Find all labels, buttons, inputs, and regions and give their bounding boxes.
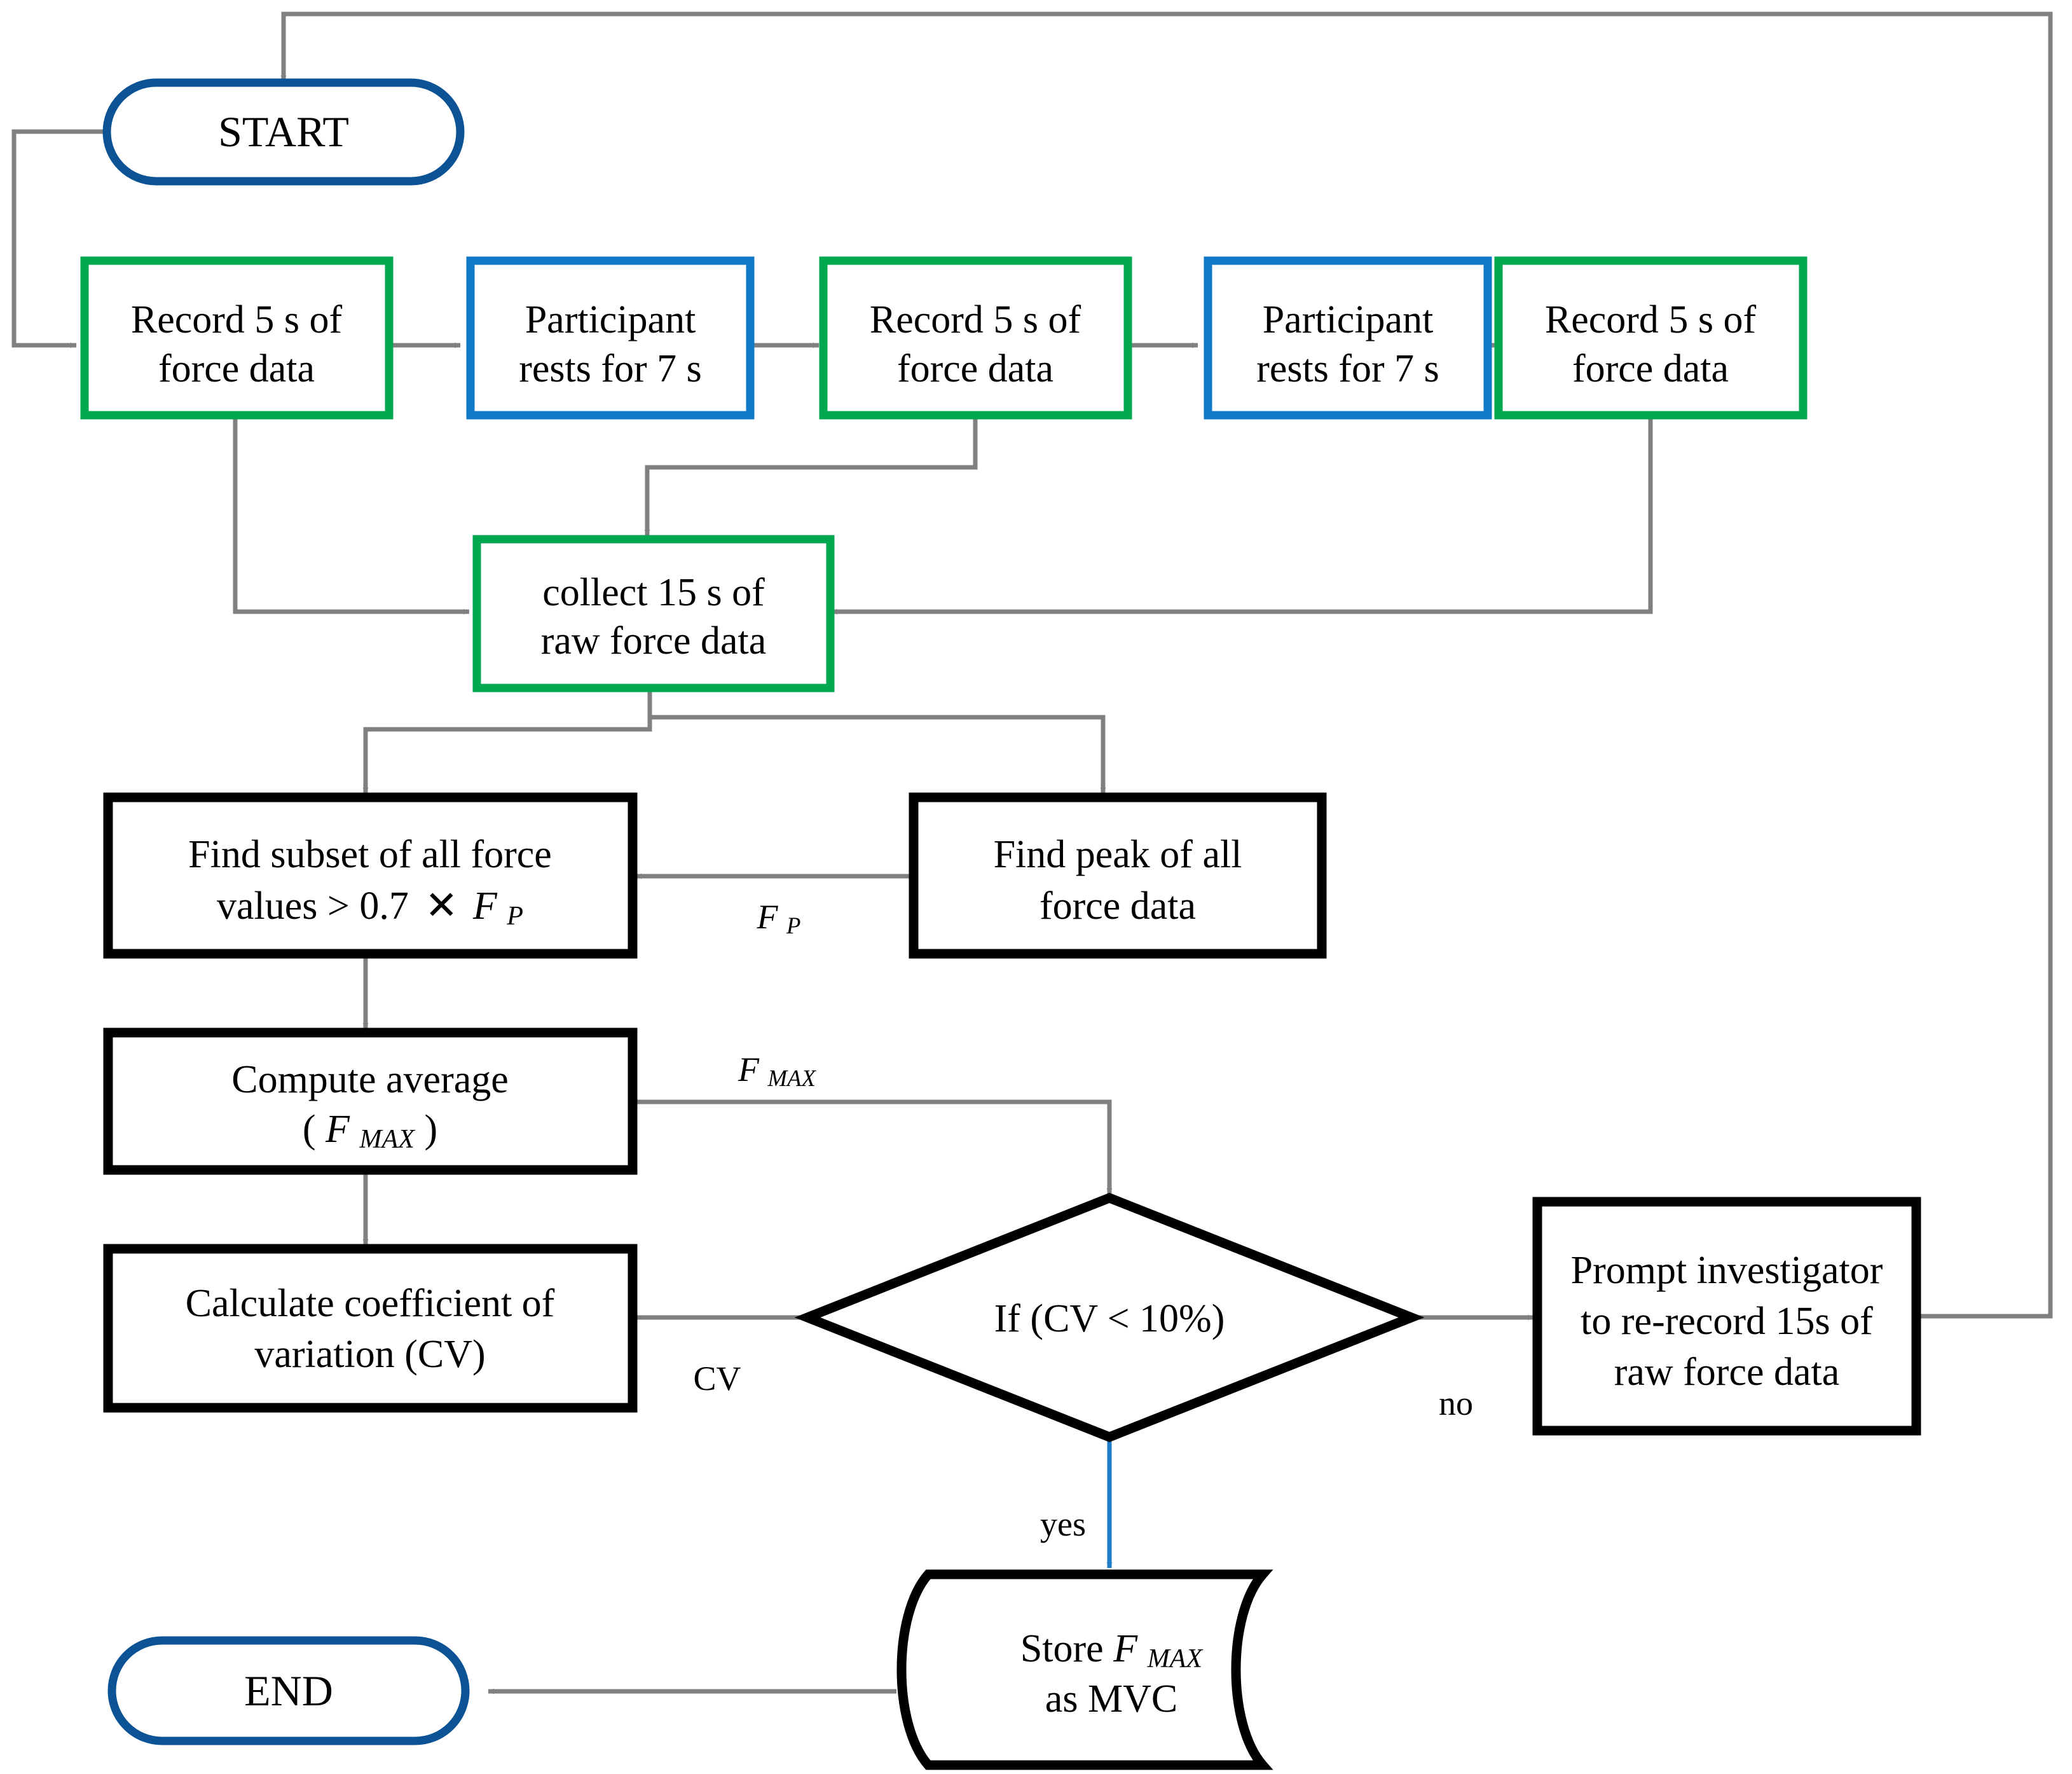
node-rest-1[interactable]: Participant rests for 7 s xyxy=(466,256,755,420)
node-find-subset[interactable]: Find subset of all force values > 0.7 ✕ … xyxy=(103,792,638,959)
record-1-line1: Record 5 s of xyxy=(131,298,343,341)
connector-prompt-to-start xyxy=(280,11,2053,1319)
compute-average-line1: Compute average xyxy=(231,1058,509,1101)
start-label: START xyxy=(218,107,349,156)
node-record-1[interactable]: Record 5 s of force data xyxy=(80,256,394,420)
collect-line2: raw force data xyxy=(541,619,767,663)
connector-record2-to-collect xyxy=(644,415,978,536)
rest-2-line1: Participant xyxy=(1263,298,1434,341)
prompt-line2: to re-record 15s of xyxy=(1581,1300,1873,1343)
subset-var-f: F xyxy=(472,884,498,928)
rest-2-box xyxy=(1204,256,1492,420)
store-line2: as MVC xyxy=(1045,1677,1177,1721)
record-2-box xyxy=(819,256,1132,420)
end-label: END xyxy=(244,1667,333,1715)
find-subset-line2: values > 0.7 ✕ F P xyxy=(217,884,523,931)
average-var-f: F xyxy=(325,1108,350,1151)
collect-box xyxy=(472,535,835,692)
find-subset-box xyxy=(103,792,638,959)
find-peak-line2: force data xyxy=(1039,884,1196,928)
times-icon: ✕ xyxy=(425,884,458,928)
connector-average-to-decision xyxy=(633,1099,1113,1195)
decision-label: If (CV < 10%) xyxy=(994,1297,1225,1340)
node-start[interactable]: START xyxy=(102,78,465,186)
compute-average-line2: ( F MAX ) xyxy=(303,1108,437,1154)
compute-average-box xyxy=(103,1028,638,1175)
store-label-pre: Store xyxy=(1020,1627,1113,1670)
record-3-line2: force data xyxy=(1572,347,1729,390)
connector-collect-to-peak xyxy=(647,688,1106,794)
find-peak-box xyxy=(909,792,1327,959)
prompt-investigator-box xyxy=(1532,1197,1921,1436)
record-1-line2: force data xyxy=(158,347,315,390)
node-find-peak[interactable]: Find peak of all force data xyxy=(909,792,1327,959)
connector-record1-to-collect xyxy=(233,415,470,615)
edge-label-no: no xyxy=(1439,1384,1473,1422)
node-prompt-investigator[interactable]: Prompt investigator to re-record 15s of … xyxy=(1532,1197,1921,1436)
node-collect[interactable]: collect 15 s of raw force data xyxy=(472,535,835,692)
calculate-cv-line2: variation (CV) xyxy=(254,1333,485,1376)
calculate-cv-line1: Calculate coefficient of xyxy=(186,1282,555,1325)
node-end[interactable]: END xyxy=(107,1636,470,1745)
decision-diamond xyxy=(794,1192,1425,1443)
node-store-mvc[interactable]: Store F MAX as MVC xyxy=(896,1569,1273,1770)
store-var-f: F xyxy=(1113,1627,1138,1670)
connector-record3-to-collect xyxy=(831,415,1653,615)
node-record-2[interactable]: Record 5 s of force data xyxy=(819,256,1132,420)
rest-2-line2: rests for 7 s xyxy=(1256,347,1439,390)
edge-label-cv: CV xyxy=(693,1359,741,1398)
calculate-cv-box xyxy=(103,1244,638,1413)
store-line1: Store F MAX xyxy=(1020,1627,1204,1674)
connector-collect-to-subset xyxy=(362,688,652,794)
fmax-var: F xyxy=(738,1050,760,1089)
average-paren-close: ) xyxy=(425,1108,438,1151)
prompt-line3: raw force data xyxy=(1614,1351,1840,1394)
fmax-sub: MAX xyxy=(767,1065,817,1091)
subset-var-sub: P xyxy=(506,901,523,931)
node-calculate-cv[interactable]: Calculate coefficient of variation (CV) xyxy=(103,1244,638,1413)
record-3-box xyxy=(1494,256,1808,420)
edge-label-fmax: F MAX xyxy=(738,1050,817,1091)
end-capsule xyxy=(107,1636,470,1745)
subset-expr-pre: values > 0.7 xyxy=(217,884,409,928)
rest-1-line1: Participant xyxy=(525,298,696,341)
start-capsule xyxy=(102,78,465,186)
store-var-sub: MAX xyxy=(1147,1644,1204,1674)
rest-1-line2: rests for 7 s xyxy=(519,347,702,390)
edge-label-yes: yes xyxy=(1040,1505,1086,1543)
record-3-line1: Record 5 s of xyxy=(1545,298,1757,341)
store-mvc-shape xyxy=(896,1569,1273,1770)
prompt-line1: Prompt investigator xyxy=(1571,1249,1883,1292)
record-2-line1: Record 5 s of xyxy=(870,298,1081,341)
find-subset-line1: Find subset of all force xyxy=(188,833,552,876)
fp-sub: P xyxy=(786,912,800,939)
node-record-3[interactable]: Record 5 s of force data xyxy=(1494,256,1808,420)
collect-line1: collect 15 s of xyxy=(542,571,765,614)
find-peak-line1: Find peak of all xyxy=(994,833,1242,876)
node-compute-average[interactable]: Compute average ( F MAX ) xyxy=(103,1028,638,1175)
node-decision-cv[interactable]: If (CV < 10%) xyxy=(794,1192,1425,1443)
rest-1-box xyxy=(466,256,755,420)
average-var-sub: MAX xyxy=(359,1124,416,1154)
record-1-box xyxy=(80,256,394,420)
node-rest-2[interactable]: Participant rests for 7 s xyxy=(1204,256,1492,420)
fp-var: F xyxy=(757,898,779,936)
average-paren-open: ( xyxy=(303,1108,316,1151)
record-2-line2: force data xyxy=(897,347,1053,390)
edge-label-fp: F P xyxy=(757,898,801,939)
connector-start-to-record1 xyxy=(11,129,107,348)
